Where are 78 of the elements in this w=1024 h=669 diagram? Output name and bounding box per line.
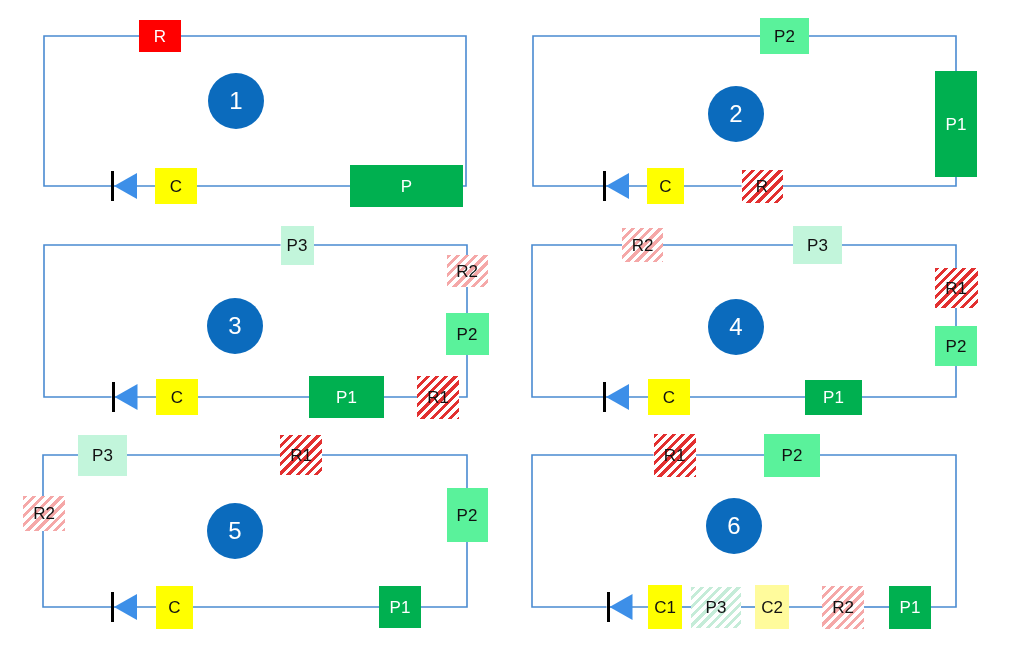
track-line xyxy=(861,365,957,398)
track-line xyxy=(788,606,823,608)
finish-bar xyxy=(111,382,115,412)
arrow xyxy=(113,384,157,410)
number-circle: 3 xyxy=(207,298,263,354)
track-line xyxy=(955,307,957,327)
segment-tag: P3 xyxy=(78,434,127,476)
track-line xyxy=(420,541,468,608)
track-line xyxy=(531,244,623,398)
segment-tag: P2 xyxy=(760,18,809,54)
track-line xyxy=(458,354,468,398)
track-line xyxy=(43,244,282,398)
finish-bar xyxy=(111,592,114,622)
segment-tag: C xyxy=(647,168,684,204)
number-circle: 4 xyxy=(708,299,764,355)
segment-tag: P2 xyxy=(935,326,977,366)
segment-tag: P1 xyxy=(309,376,384,418)
number-circle: 5 xyxy=(207,503,263,559)
segment-tag: R xyxy=(139,20,181,52)
segment-tag: C1 xyxy=(648,585,682,629)
segment-tag: C2 xyxy=(755,585,789,629)
track-line xyxy=(43,35,140,187)
segment-tag: P2 xyxy=(764,433,820,477)
segment-tag: C xyxy=(156,379,198,415)
segment-tag: C xyxy=(648,379,690,415)
track-line xyxy=(126,454,281,456)
track-line xyxy=(196,185,351,187)
track-line xyxy=(531,454,655,608)
track-line xyxy=(694,454,765,456)
track-line xyxy=(841,244,957,269)
segment-tag: P1 xyxy=(889,585,931,629)
arrow xyxy=(605,173,648,199)
hatched-tag: P3 xyxy=(691,586,741,628)
segment-tag: P2 xyxy=(445,313,489,355)
track-line xyxy=(863,606,890,608)
arrow xyxy=(113,173,156,199)
track-line xyxy=(532,35,761,187)
segment-tag: P3 xyxy=(793,226,842,264)
track-line xyxy=(321,454,468,489)
finish-bar xyxy=(603,171,606,201)
track-line xyxy=(681,606,692,608)
hatched-tag: R2 xyxy=(23,496,65,531)
track-line xyxy=(42,454,79,497)
track-line xyxy=(180,35,467,187)
arrow xyxy=(113,594,157,620)
track-line xyxy=(197,396,310,398)
segment-tag: C xyxy=(156,585,193,629)
number-circle: 6 xyxy=(706,498,762,554)
finish-bar xyxy=(606,592,610,622)
track-line xyxy=(466,286,468,314)
number-circle: 1 xyxy=(208,73,264,129)
segment-tag: P1 xyxy=(805,379,862,415)
finish-bar xyxy=(603,382,606,412)
track-line xyxy=(683,185,743,187)
track-line xyxy=(740,606,756,608)
hatched-tag: R2 xyxy=(822,585,864,629)
finish-bar xyxy=(111,171,114,201)
segment-tag: P1 xyxy=(379,586,421,628)
number-circle: 2 xyxy=(708,86,764,142)
hatched-tag: R2 xyxy=(622,228,663,262)
track-line xyxy=(312,244,468,256)
segment-tag: P xyxy=(350,165,463,207)
track-line xyxy=(781,176,957,187)
segment-tag: C xyxy=(155,168,197,204)
track-line xyxy=(662,244,794,246)
arrow xyxy=(608,594,649,620)
hatched-tag: R2 xyxy=(446,255,488,287)
hatched-tag: R xyxy=(741,169,783,203)
track-line xyxy=(689,396,806,398)
track-line xyxy=(819,454,957,608)
track-line xyxy=(383,396,418,398)
track-line xyxy=(42,530,112,608)
track-line xyxy=(808,35,957,72)
segment-tag: P3 xyxy=(280,225,314,265)
segment-tag: P2 xyxy=(446,488,488,542)
segment-tag: P1 xyxy=(935,71,977,177)
track-line xyxy=(192,606,380,608)
arrow xyxy=(605,384,649,410)
